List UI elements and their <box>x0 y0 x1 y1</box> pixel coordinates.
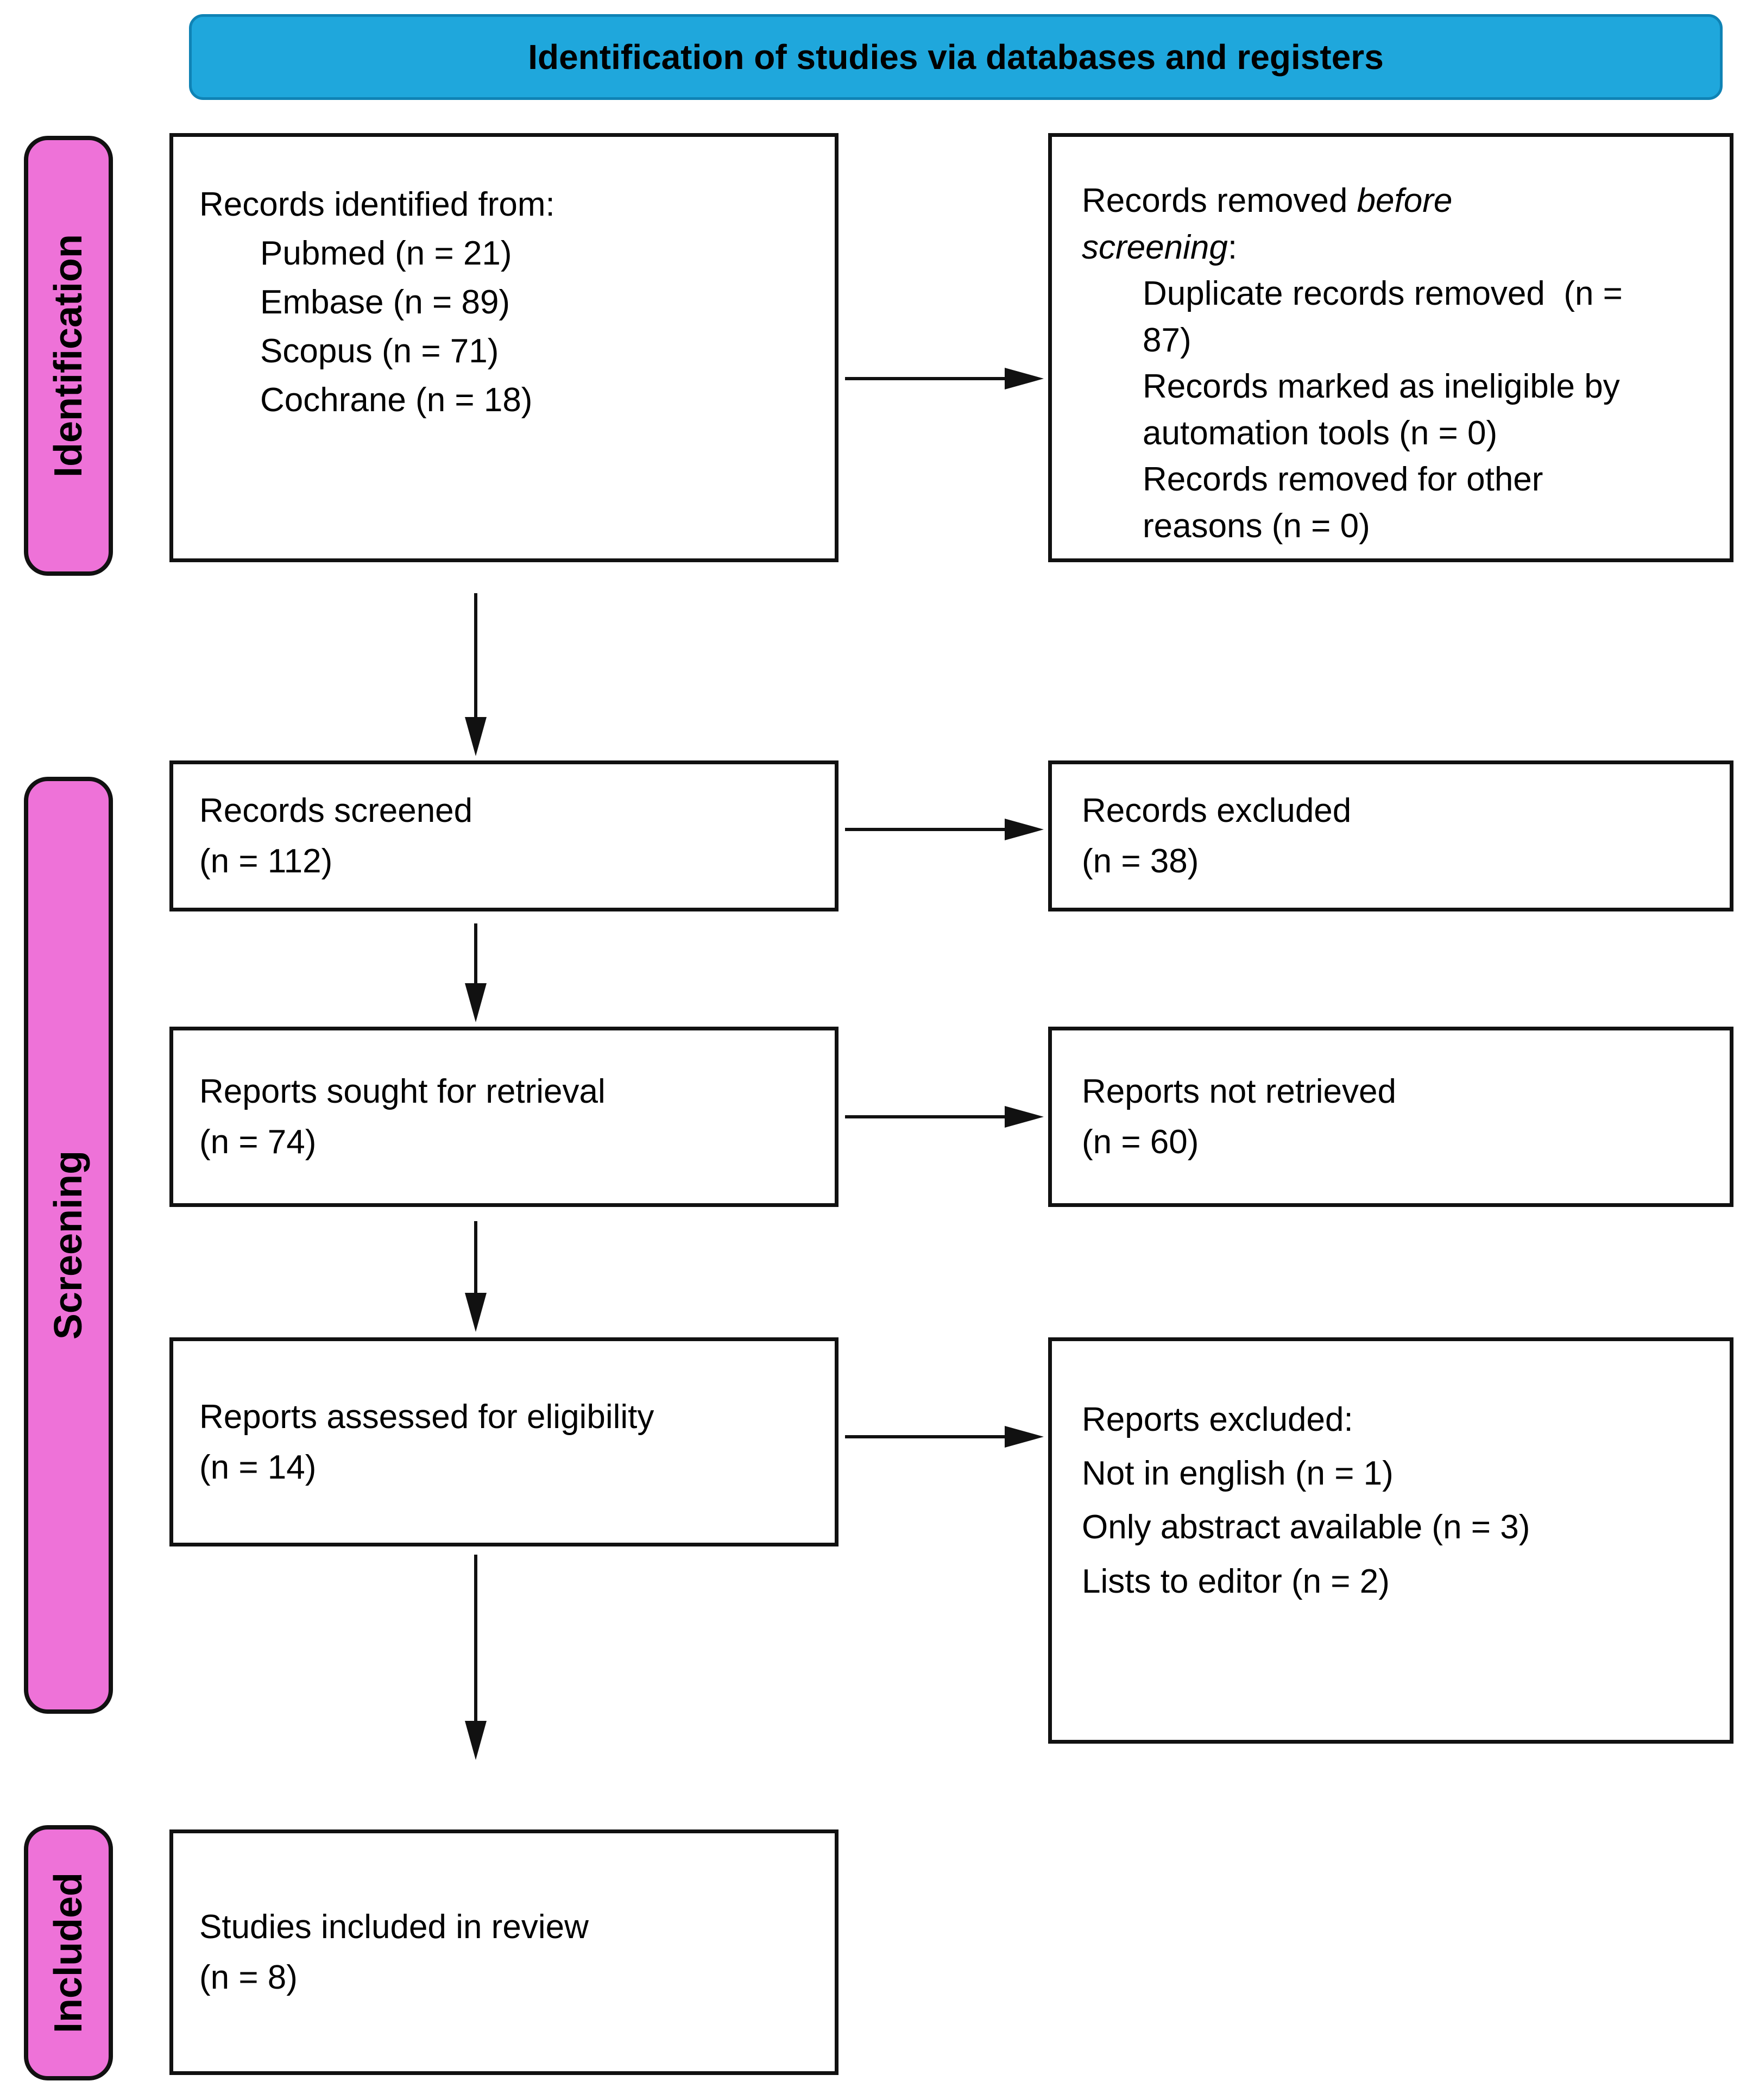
box-reports-sought: Reports sought for retrieval (n = 74) <box>169 1027 839 1207</box>
reports-assessed-line1: Reports assessed for eligibility <box>199 1398 654 1436</box>
arrow-identified-to-screened <box>465 593 487 756</box>
records-excluded-line1: Records excluded <box>1082 792 1352 829</box>
sidebar-identification-label: Identification <box>47 234 90 477</box>
records-identified-item: Scopus (n = 71) <box>260 332 499 370</box>
reports-excluded-item: Not in english (n = 1) <box>1082 1455 1394 1493</box>
sidebar-included: Included <box>24 1825 113 2080</box>
studies-included-count: (n = 8) <box>199 1959 298 1996</box>
reports-excluded-item: Lists to editor (n = 2) <box>1082 1562 1390 1600</box>
box-records-excluded: Records excluded (n = 38) <box>1048 760 1733 911</box>
records-removed-title-italic: before screening <box>1082 182 1462 266</box>
box-reports-not-retrieved: Reports not retrieved (n = 60) <box>1048 1027 1733 1207</box>
records-removed-title: Records removed before screening: <box>1082 178 1527 271</box>
reports-assessed-count: (n = 14) <box>199 1448 317 1486</box>
arrow-screened-to-excluded <box>845 819 1044 840</box>
reports-not-retrieved-line1: Reports not retrieved <box>1082 1073 1396 1110</box>
reports-excluded-item: Only abstract available (n = 3) <box>1082 1508 1530 1546</box>
box-records-removed: Records removed before screening: Duplic… <box>1048 133 1733 562</box>
box-records-screened: Records screened (n = 112) <box>169 760 839 911</box>
records-excluded-count: (n = 38) <box>1082 842 1199 880</box>
banner-title: Identification of studies via databases … <box>528 37 1384 77</box>
box-records-identified: Records identified from: Pubmed (n = 21)… <box>169 133 839 562</box>
sidebar-screening: Screening <box>24 777 113 1714</box>
reports-sought-count: (n = 74) <box>199 1123 317 1161</box>
box-reports-assessed: Reports assessed for eligibility (n = 14… <box>169 1337 839 1546</box>
reports-sought-line1: Reports sought for retrieval <box>199 1073 606 1110</box>
records-removed-item: Records removed for other reasons (n = 0… <box>1143 461 1553 545</box>
records-identified-title: Records identified from: <box>199 186 555 223</box>
sidebar-screening-label: Screening <box>47 1150 90 1340</box>
records-screened-count: (n = 112) <box>199 842 333 880</box>
records-screened-line1: Records screened <box>199 792 473 829</box>
arrow-sought-to-not-retrieved <box>845 1106 1044 1128</box>
arrow-assessed-to-included <box>465 1555 487 1760</box>
reports-not-retrieved-count: (n = 60) <box>1082 1123 1199 1161</box>
banner: Identification of studies via databases … <box>189 14 1723 100</box>
box-studies-included: Studies included in review (n = 8) <box>169 1829 839 2075</box>
arrow-identified-to-removed <box>845 368 1044 389</box>
sidebar-identification: Identification <box>24 136 113 576</box>
arrow-sought-to-assessed <box>465 1221 487 1332</box>
box-reports-excluded: Reports excluded: Not in english (n = 1)… <box>1048 1337 1733 1744</box>
records-removed-item: Records marked as ineligible by automati… <box>1143 368 1629 452</box>
records-removed-item: Duplicate records removed (n = 87) <box>1143 275 1632 359</box>
reports-excluded-title: Reports excluded: <box>1082 1401 1353 1438</box>
records-identified-item: Embase (n = 89) <box>260 283 510 321</box>
sidebar-included-label: Included <box>47 1872 90 2033</box>
records-identified-item: Pubmed (n = 21) <box>260 234 512 272</box>
records-removed-title-suffix: : <box>1227 228 1238 266</box>
records-removed-title-prefix: Records removed <box>1082 182 1357 219</box>
records-identified-item: Cochrane (n = 18) <box>260 381 533 419</box>
arrow-screened-to-sought <box>465 923 487 1022</box>
arrow-assessed-to-reports-excluded <box>845 1426 1044 1448</box>
studies-included-line1: Studies included in review <box>199 1908 589 1946</box>
